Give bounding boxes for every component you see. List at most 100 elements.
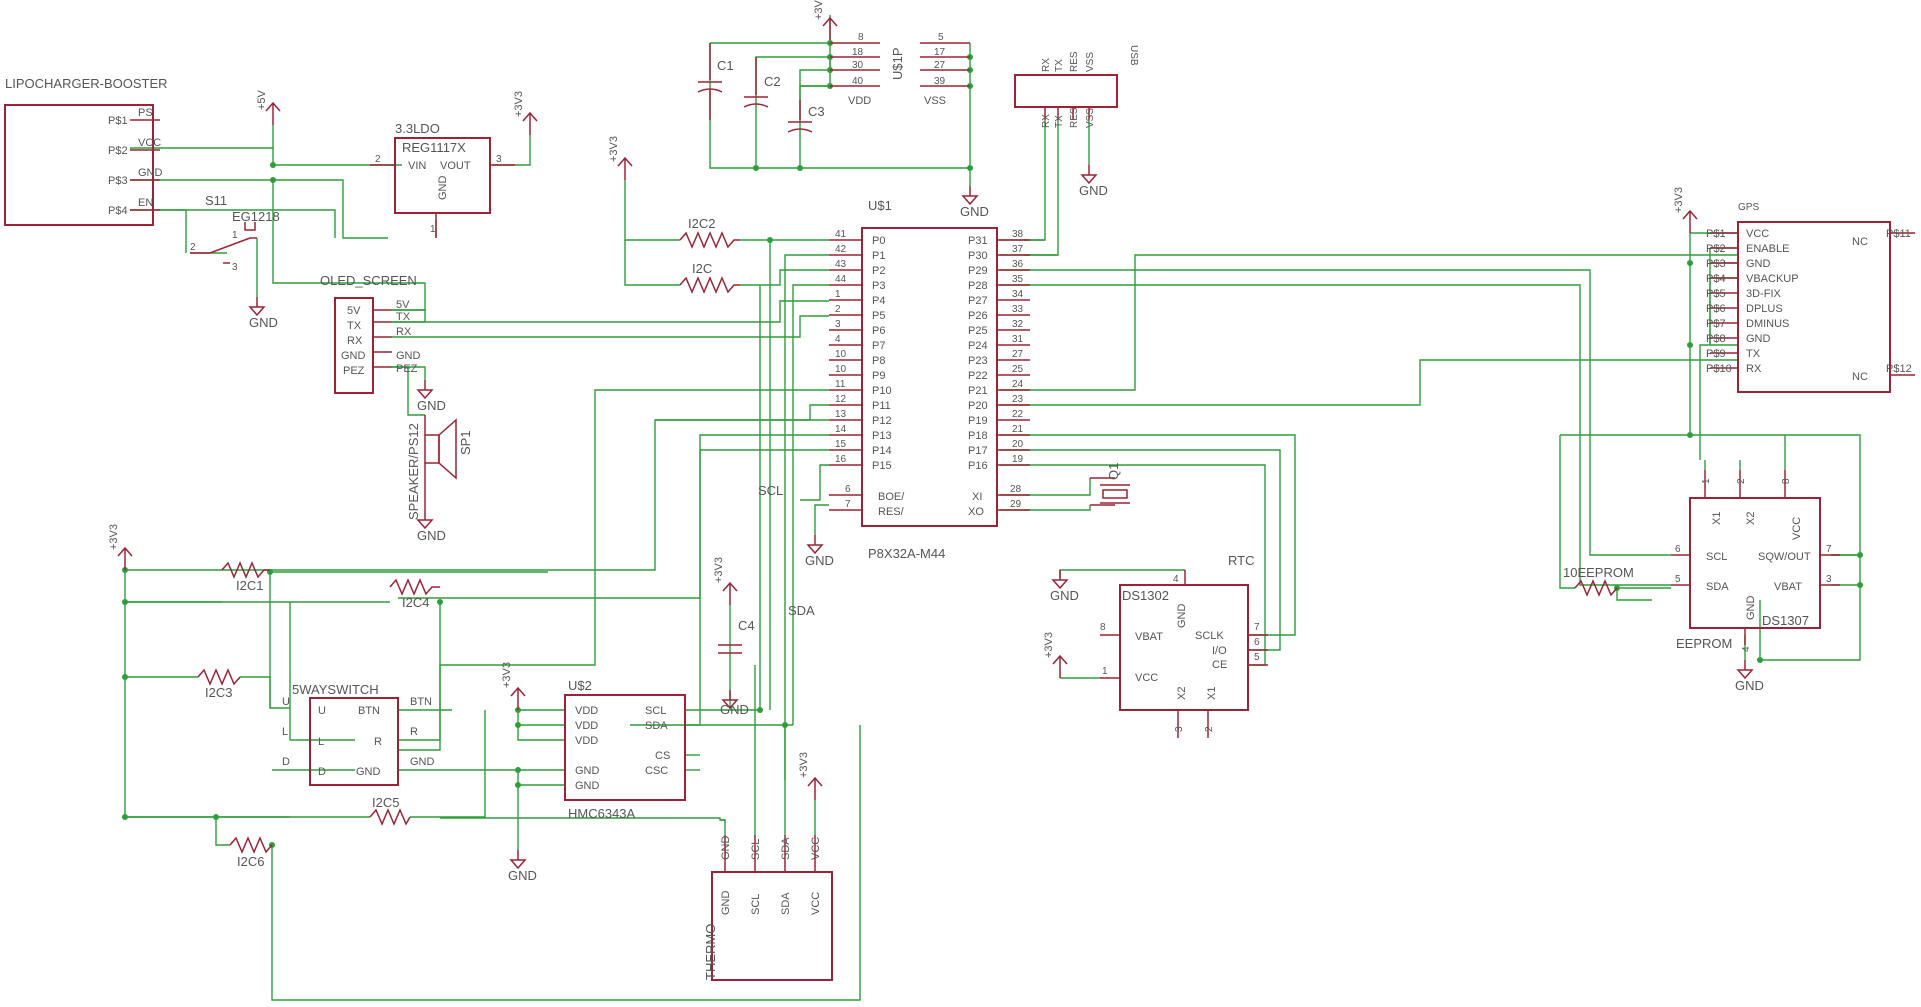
v33-label: +3V3	[1043, 632, 1055, 658]
gps-nc2-num: P$12	[1886, 363, 1912, 375]
gps-pin-num: P$4	[1706, 273, 1726, 285]
mcu-pin-num: 10	[835, 364, 847, 375]
rtc-ce: CE	[1212, 659, 1227, 671]
mcu-pin-name: P25	[968, 325, 988, 337]
ldo-value: REG1117X	[402, 140, 466, 155]
speaker-ref: SP1	[458, 430, 473, 455]
thermo-sensor[interactable]: THERMO GND SCL SDA VCC GND SCL SDA VCC	[703, 835, 833, 981]
v33-c4: +3V3	[713, 557, 738, 606]
gnd-label: GND	[1050, 588, 1079, 603]
mag-vdd: VDD	[575, 735, 598, 747]
fiveway-ext-l: L	[282, 726, 288, 738]
rtc-value: DS1302	[1122, 588, 1169, 603]
rtc-io: I/O	[1212, 645, 1227, 657]
oled-screen[interactable]: OLED_SCREEN 5V TX RX GND PEZ 5V TX RX GN…	[320, 273, 421, 394]
mcu-pin-num: 1	[835, 289, 841, 300]
resistor-i2c2: I2C2	[679, 216, 740, 249]
fiveway-gnd: GND	[356, 766, 381, 778]
u1p-vdd-pin: 8	[858, 32, 864, 43]
rtc-ds1302[interactable]: RTC DS1302 GND VBAT VCC SCLK I/O CE X2 X…	[1100, 553, 1268, 738]
lipo-net-gnd: GND	[138, 167, 163, 179]
switch-name: S11	[205, 193, 227, 208]
eeprom-vcc: VCC	[1791, 517, 1803, 540]
mcu-pin-num: 32	[1012, 319, 1024, 330]
gnd-label: GND	[960, 204, 989, 219]
v33-label: +3V3	[608, 136, 620, 162]
eeprom-vbat: VBAT	[1774, 581, 1802, 593]
u1p-vss-pin: 39	[934, 76, 946, 87]
mcu-pin-name: P26	[968, 310, 988, 322]
mcu-pin-name: P8	[872, 355, 885, 367]
u1p-vdd-pin: 18	[852, 47, 864, 58]
mcu-power: 8 18 30 40 5 17 27 39 VDD VSS U$1P	[830, 32, 970, 107]
mcu-pin-num: 2	[835, 304, 841, 315]
crystal-q1: Q1	[1090, 463, 1130, 506]
switch-s11[interactable]: S11 EG1218 1 2 3	[190, 193, 280, 273]
v33-gps: +3V3	[1673, 187, 1698, 234]
fiveway-ext-r: R	[410, 726, 418, 738]
v33-thermo: +3V3	[798, 752, 823, 801]
gps-pin-num: P$5	[1706, 288, 1726, 300]
mcu-pin-name: P5	[872, 310, 885, 322]
mcu-pin-name: P0	[872, 235, 885, 247]
lipo-pin-2: P$2	[108, 145, 128, 157]
gps-nc1: NC	[1852, 236, 1868, 248]
lipo-net-en: EN	[138, 197, 153, 209]
switch-value: EG1218	[232, 209, 280, 224]
eeprom-pin: 3	[1826, 574, 1832, 585]
mag-sda: SDA	[645, 720, 668, 732]
rtc-pin: 7	[1254, 622, 1260, 633]
rtc-x1: X1	[1206, 687, 1218, 700]
oled-net-5v: 5V	[396, 299, 410, 311]
gps-nc2: NC	[1852, 371, 1868, 383]
gps-pin-name: DPLUS	[1746, 303, 1783, 315]
v33-label: +3V3	[108, 524, 120, 550]
mcu-pin-name: P23	[968, 355, 988, 367]
mcu-pin-num: 44	[835, 274, 847, 285]
i2c6-label: I2C6	[237, 854, 264, 869]
thermo-ext-sda: SDA	[780, 837, 792, 860]
mcu-pin-name: P29	[968, 265, 988, 277]
eeprom-sqw: SQW/OUT	[1758, 551, 1811, 563]
mcu-pin-name: P31	[968, 235, 988, 247]
rtc-pin: 5	[1254, 652, 1260, 663]
mcu-pin-num: 19	[1012, 454, 1024, 465]
rtc-gnd: GND	[1176, 604, 1188, 629]
eeprom-pin: 4	[1741, 646, 1752, 652]
eeprom-ds1307[interactable]: EEPROM DS1307 X1 X2 VCC SCL SDA SQW/OUT …	[1671, 470, 1840, 652]
mcu-pin-num: 13	[835, 409, 847, 420]
magnetometer-hmc6343a[interactable]: U$2 HMC6343A VDD VDD VDD GND GND SCL SDA…	[564, 678, 686, 821]
lipo-pin-4: P$4	[108, 205, 128, 217]
eeprom-scl: SCL	[1706, 551, 1727, 563]
gnd-symbol: GND	[960, 185, 989, 219]
usb-connector[interactable]: USB RX TX RES VSS RX TX RES VSS	[1014, 45, 1139, 128]
fiveway-d: D	[318, 766, 326, 778]
lipo-charger-booster[interactable]: LIPOCHARGER-BOOSTER P$1 P$2 P$3 P$4 PS V…	[4, 76, 168, 226]
v33-label: +3V3	[713, 557, 725, 583]
gps-pin-num: P$10	[1706, 363, 1732, 375]
gnd-label: GND	[508, 868, 537, 883]
resistor-i2c4: I2C4	[389, 578, 440, 610]
ldo-regulator[interactable]: 3.3LDO REG1117X VIN VOUT GND 1 2 3	[370, 121, 515, 238]
capacitor-c4: C4	[718, 618, 755, 654]
mcu-pin-num: 31	[1012, 334, 1024, 345]
v5-label: +5V	[256, 89, 268, 110]
lipo-pin-1: P$1	[108, 115, 128, 127]
capacitor-c1: C1	[697, 43, 734, 120]
resistor-i2c5: I2C5	[369, 795, 411, 826]
mcu-p8x32a[interactable]: U$1 P8X32A-M44 41P042P143P244P31P42P53P6…	[829, 198, 1030, 561]
c1-label: C1	[717, 58, 734, 73]
mcu-pin-name: P17	[968, 445, 988, 457]
mcu-pin-num: 37	[1012, 244, 1024, 255]
mcu-pin-num: 3	[835, 319, 841, 330]
eeprom-pin: 8	[1781, 478, 1792, 484]
mcu-pin-num: 20	[1012, 439, 1024, 450]
five-way-switch[interactable]: 5WAYSWITCH U L D BTN R GND U L D BTN R G…	[282, 682, 435, 786]
mcu-pin-num: 21	[1012, 424, 1024, 435]
usb-pin-top: TX	[1054, 59, 1065, 72]
speaker[interactable]: SPEAKER/PS12 SP1	[406, 415, 473, 520]
eeprom-x1: X1	[1711, 512, 1723, 525]
ldo-name: 3.3LDO	[395, 121, 440, 136]
